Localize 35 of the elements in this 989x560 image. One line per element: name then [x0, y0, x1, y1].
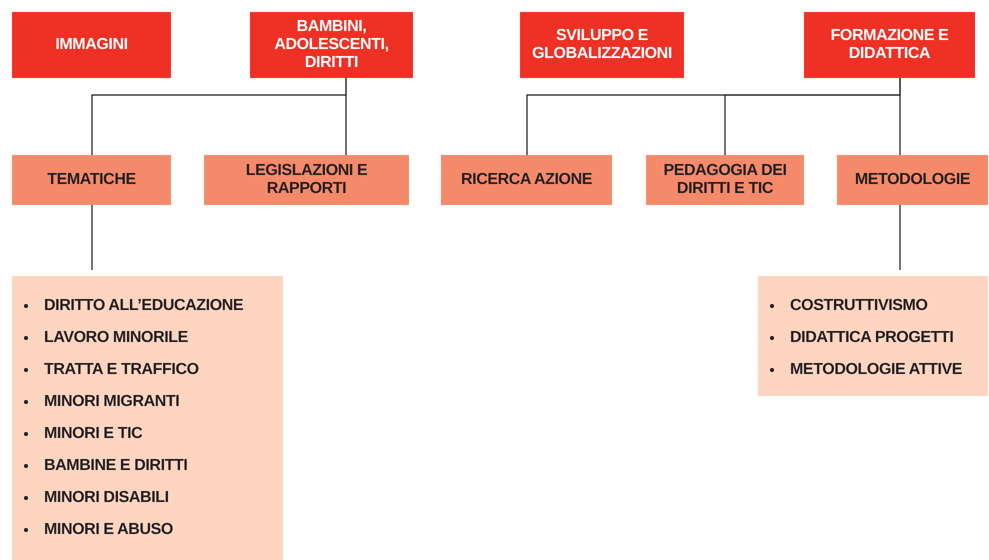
list-item: MINORI DISABILI: [44, 488, 169, 508]
box-label: FORMAZIONE E DIDATTICA: [830, 27, 950, 63]
category-box: [250, 12, 413, 78]
bullet-list-panel: [12, 276, 283, 560]
list-item: DIRITTO ALL’EDUCAZIONE: [44, 296, 244, 316]
category-box: [441, 155, 612, 205]
category-box: [804, 12, 975, 78]
category-box: [204, 155, 409, 205]
category-box: [646, 155, 804, 205]
box-label: PEDAGOGIA DEI DIRITTI E TIC: [662, 162, 788, 198]
list-item: DIDATTICA PROGETTI: [790, 328, 954, 348]
category-box: [12, 12, 171, 78]
box-label: IMMAGINI: [55, 36, 128, 54]
box-label: BAMBINI, ADOLESCENTI, DIRITTI: [273, 18, 390, 72]
box-label: SVILUPPO E GLOBALIZZAZIONI: [532, 27, 672, 63]
box-label: TEMATICHE: [47, 171, 136, 189]
list-item: LAVORO MINORILE: [44, 328, 188, 348]
list-item: METODOLOGIE ATTIVE: [790, 360, 962, 380]
list-item: MINORI E TIC: [44, 424, 142, 444]
bullet-list-panel: [758, 276, 988, 396]
category-box: [12, 155, 171, 205]
list-item: TRATTA E TRAFFICO: [44, 360, 199, 380]
list-item: MINORI E ABUSO: [44, 520, 173, 540]
connector-line: [899, 78, 901, 155]
list-item: COSTRUTTIVISMO: [790, 296, 928, 316]
box-label: METODOLOGIE: [854, 171, 970, 189]
connector-line: [899, 205, 901, 270]
connector-line: [345, 78, 347, 155]
category-box: [837, 155, 988, 205]
category-box: [520, 12, 684, 78]
list-item: BAMBINE E DIRITTI: [44, 456, 188, 476]
connector-line: [91, 205, 93, 270]
list-item: MINORI MIGRANTI: [44, 392, 180, 412]
box-label: RICERCA AZIONE: [461, 171, 592, 189]
box-label: LEGISLAZIONI E RAPPORTI: [244, 162, 368, 198]
